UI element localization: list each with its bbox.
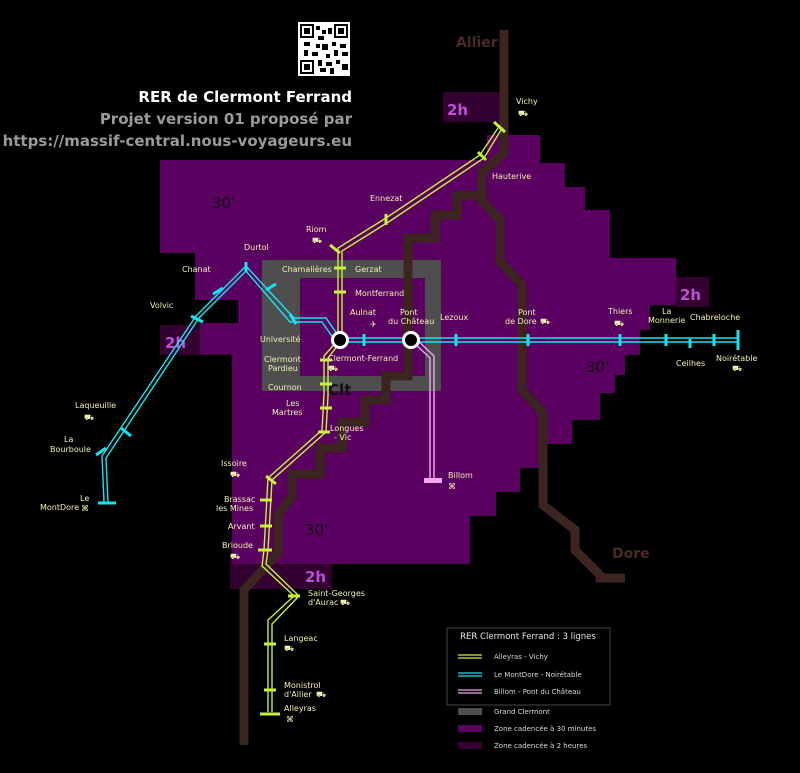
station-chamalieres[interactable]: Chamalières xyxy=(282,264,332,274)
bus-icon: ⛟ xyxy=(732,364,742,373)
station-la-monnerie[interactable]: Monnerie xyxy=(648,316,685,325)
station-la-bourboule[interactable]: La xyxy=(64,435,73,444)
station-la-monnerie[interactable]: La xyxy=(662,307,671,316)
zone-30-label: 30' xyxy=(305,521,328,539)
station-monistrol[interactable]: Monistrol xyxy=(284,681,321,690)
station-gerzat[interactable]: Gerzat xyxy=(355,265,382,274)
station-alleyras[interactable]: Alleyras xyxy=(284,704,316,713)
station-issoire[interactable]: Issoire xyxy=(221,459,247,468)
bus-icon: ⛟ xyxy=(316,690,326,699)
station-brassac[interactable]: les Mines xyxy=(216,504,253,513)
cable-car-icon: ⌘ xyxy=(286,715,294,724)
bus-icon: ⛟ xyxy=(284,644,294,653)
station-brassac[interactable]: Brassac xyxy=(224,495,255,504)
line-alleyras-vichy xyxy=(261,127,502,712)
station-clermont-pardieu[interactable]: Pardieu xyxy=(268,364,298,373)
legend-line-alleyras-vichy: Alleyras - Vichy xyxy=(494,653,548,661)
legend-line-montdore-noiretable: Le MontDore - Noirétable xyxy=(494,671,582,679)
bus-icon: ⛟ xyxy=(540,317,550,326)
bus-icon: ⛟ xyxy=(230,470,240,479)
station-aulnat[interactable]: Aulnat xyxy=(350,308,376,317)
station-riom[interactable]: Riom xyxy=(306,225,327,234)
station-pont-du-chateau[interactable]: du Château xyxy=(388,317,434,326)
legend-line-billom-pont-du-chateau: Billom - Pont du Château xyxy=(494,688,581,696)
station-brioude[interactable]: Brioude xyxy=(222,541,253,550)
green-ticks xyxy=(258,120,507,716)
cable-car-icon: ⌘ xyxy=(448,482,456,491)
zone-2h-label: 2h xyxy=(680,286,701,304)
bus-icon: ⛟ xyxy=(84,413,94,422)
station-la-bourboule[interactable]: Bourboule xyxy=(50,445,91,454)
zone-30-label: 30' xyxy=(212,194,235,212)
map-url[interactable]: https://massif-central.nous-voyageurs.eu xyxy=(3,132,352,150)
station-billom[interactable]: Billom xyxy=(448,471,473,480)
station-le-montdore[interactable]: MontDore xyxy=(40,503,79,512)
legend: RER Clermont Ferrand : 3 lignes Alleyras… xyxy=(446,627,611,750)
clermont-zone-label: Clt xyxy=(328,381,351,399)
station-le-montdore[interactable]: Le xyxy=(80,494,89,503)
bus-icon: ⛟ xyxy=(328,364,338,373)
station-pont-du-chateau[interactable]: Pont xyxy=(400,308,418,317)
station-longues-vic[interactable]: - Vic xyxy=(334,433,351,442)
station-saint-georges[interactable]: Saint-Georges xyxy=(308,589,365,598)
station-clermont-ferrand[interactable]: Clermont-Ferrand xyxy=(328,354,398,363)
station-les-martres[interactable]: Martres xyxy=(272,408,302,417)
station-laqueuille[interactable]: Laqueuille xyxy=(75,401,116,410)
zone-30-label: 30' xyxy=(586,358,609,376)
zone-30min xyxy=(160,135,676,564)
station-les-martres[interactable]: Les xyxy=(286,399,299,408)
river-allier xyxy=(239,30,509,745)
bus-icon: ⛟ xyxy=(614,319,624,328)
station-saint-georges[interactable]: d'Aurac xyxy=(308,598,338,607)
pont-du-chateau-interchange[interactable] xyxy=(402,331,420,349)
station-arvant[interactable]: Arvant xyxy=(228,522,255,531)
zone-grand-clermont xyxy=(262,260,441,391)
station-ceilhes[interactable]: Ceilhes xyxy=(676,359,705,368)
station-durtol[interactable]: Durtol xyxy=(244,243,269,252)
station-monistrol[interactable]: d'Allier xyxy=(284,690,312,699)
station-chanat[interactable]: Chanat xyxy=(182,265,211,274)
station-labels: Vichy ⛟ Hauterive Ennezat Riom ⛟ Durtol … xyxy=(40,97,757,724)
station-universite[interactable]: Université xyxy=(260,334,301,344)
station-pont-de-dore[interactable]: Pont xyxy=(518,308,536,317)
station-chabreloche[interactable]: Chabreloche xyxy=(690,313,740,322)
zone-2h-label: 2h xyxy=(305,568,326,586)
airport-icon: ✈ xyxy=(370,320,377,329)
legend-grand-clermont: Grand Clermont xyxy=(494,708,550,716)
legend-zone-30: Zone cadencée à 30 minutes xyxy=(494,725,596,733)
bus-icon: ⛟ xyxy=(312,236,322,245)
station-volvic[interactable]: Volvic xyxy=(150,301,173,310)
bus-icon: ⛟ xyxy=(230,552,240,561)
river-dore xyxy=(473,191,625,583)
river-dore-label: Dore xyxy=(612,546,650,562)
river-allier-label: Allier xyxy=(456,35,498,51)
qr-code xyxy=(298,22,350,76)
zone-2h-label: 2h xyxy=(447,101,468,119)
billom-terminus xyxy=(424,478,442,483)
bus-icon: ⛟ xyxy=(518,109,528,118)
clermont-ferrand-interchange[interactable] xyxy=(331,331,349,349)
station-cournon[interactable]: Cournon xyxy=(268,383,302,392)
station-ennezat[interactable]: Ennezat xyxy=(370,194,402,203)
legend-zone-2h: Zone cadencée à 2 heures xyxy=(494,742,587,750)
station-hauterive[interactable]: Hauterive xyxy=(492,172,531,181)
cable-car-icon: ⌘ xyxy=(81,504,89,513)
station-langeac[interactable]: Langeac xyxy=(284,634,318,643)
bus-icon: ⛟ xyxy=(340,598,350,607)
map-title: RER de Clermont Ferrand xyxy=(138,88,352,106)
station-clermont-pardieu[interactable]: Clermont xyxy=(264,355,301,364)
station-lezoux[interactable]: Lezoux xyxy=(440,313,468,322)
station-vichy[interactable]: Vichy xyxy=(516,97,538,106)
station-thiers[interactable]: Thiers xyxy=(607,307,633,316)
station-noiretable[interactable]: Noirétable xyxy=(716,353,757,363)
legend-title: RER Clermont Ferrand : 3 lignes xyxy=(460,632,596,642)
station-longues-vic[interactable]: Longues xyxy=(330,424,364,433)
map-subtitle: Projet version 01 proposé par xyxy=(100,110,353,128)
station-pont-de-dore[interactable]: de Dore xyxy=(505,317,537,326)
station-montferrand[interactable]: Montferrand xyxy=(355,289,404,298)
cyan-ticks xyxy=(95,262,740,505)
